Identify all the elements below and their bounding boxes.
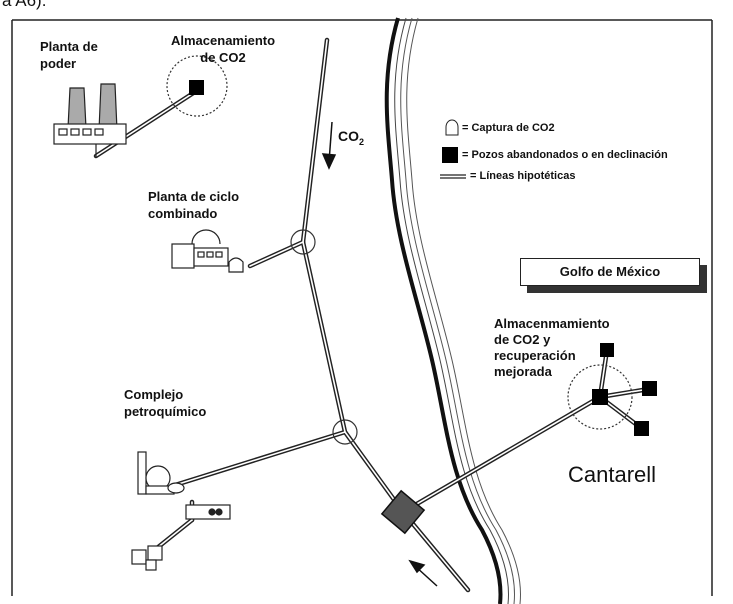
cantarell-storage-label: Almacenmamiento de CO2 y recuperación me… [494, 316, 610, 379]
co2-flow-label: CO2 [338, 128, 365, 147]
cantarell-label: Cantarell [568, 462, 657, 487]
pipelines [93, 37, 652, 593]
black-square-icon [442, 147, 458, 163]
flow-arrow-up [408, 559, 438, 587]
gulf-of-mexico-label: Golfo de México [520, 258, 700, 286]
flow-arrow-down [321, 121, 337, 170]
combined-cycle-plant-icon [171, 229, 244, 273]
petrochemical-complex-icon [131, 451, 231, 571]
wells [189, 80, 657, 436]
distribution-hub [380, 489, 426, 535]
capture-circle-icon [445, 119, 459, 136]
caption-fragment: a A6). [2, 0, 47, 10]
power-plant-label: Planta de poder [40, 39, 98, 71]
combined-cycle-label: Planta de ciclo combinado [148, 189, 240, 221]
petrochemical-label: Complejo petroquímico [124, 387, 207, 419]
coastline [384, 17, 521, 604]
storage-top-label: Almacenamiento de CO2 [171, 33, 276, 65]
pipelines-inner [95, 39, 650, 591]
double-line-icon [440, 174, 466, 179]
power-plant-icon [53, 83, 127, 158]
capture-circles [166, 55, 633, 445]
map-frame [11, 19, 713, 596]
